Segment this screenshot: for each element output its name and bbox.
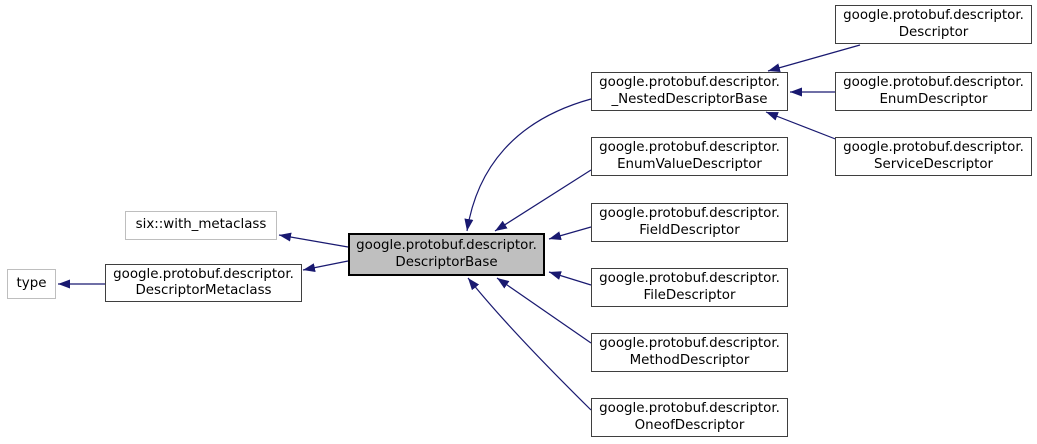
class-node-descriptor-base-namespace: google.protobuf.descriptor. <box>356 238 537 254</box>
class-node-enum-descriptor-namespace: google.protobuf.descriptor. <box>843 75 1024 91</box>
inheritance-arrow-method-descriptor-to-descriptor-base <box>496 277 592 344</box>
class-node-descriptor-base-name: DescriptorBase <box>395 254 498 270</box>
class-node-descriptor[interactable]: google.protobuf.descriptor. Descriptor <box>835 5 1032 44</box>
class-node-method-descriptor-namespace: google.protobuf.descriptor. <box>599 336 780 352</box>
inheritance-arrow-nested-descriptor-base-to-descriptor-base <box>464 98 592 232</box>
class-node-type-label: type <box>16 275 47 291</box>
class-node-enum-value-descriptor[interactable]: google.protobuf.descriptor. EnumValueDes… <box>591 137 788 176</box>
class-node-nested-descriptor-base[interactable]: google.protobuf.descriptor. _NestedDescr… <box>591 72 788 111</box>
class-node-oneof-descriptor-namespace: google.protobuf.descriptor. <box>599 401 780 417</box>
class-node-descriptor-name: Descriptor <box>898 24 969 40</box>
class-node-six-with-metaclass-label: six::with_metaclass <box>135 217 267 233</box>
class-node-nested-descriptor-base-namespace: google.protobuf.descriptor. <box>599 75 780 91</box>
class-node-nested-descriptor-base-name: _NestedDescriptorBase <box>611 91 768 107</box>
inheritance-arrow-descriptor-to-nested-descriptor-base <box>767 44 861 73</box>
inheritance-arrow-file-descriptor-to-descriptor-base <box>548 271 592 286</box>
class-node-six-with-metaclass: six::with_metaclass <box>125 211 277 240</box>
class-node-file-descriptor-namespace: google.protobuf.descriptor. <box>599 271 780 287</box>
class-node-file-descriptor-name: FileDescriptor <box>643 287 736 303</box>
class-node-descriptor-namespace: google.protobuf.descriptor. <box>843 8 1024 24</box>
class-node-field-descriptor-name: FieldDescriptor <box>639 222 740 238</box>
class-node-method-descriptor[interactable]: google.protobuf.descriptor. MethodDescri… <box>591 333 788 372</box>
class-node-enum-descriptor-name: EnumDescriptor <box>879 91 988 107</box>
class-node-enum-value-descriptor-name: EnumValueDescriptor <box>617 156 762 172</box>
class-node-descriptor-metaclass-name: DescriptorMetaclass <box>135 283 272 298</box>
class-node-service-descriptor-name: ServiceDescriptor <box>873 156 994 172</box>
class-node-descriptor-metaclass-namespace: google.protobuf.descriptor. <box>113 266 294 282</box>
class-node-oneof-descriptor-name: OneofDescriptor <box>634 417 745 433</box>
class-node-field-descriptor[interactable]: google.protobuf.descriptor. FieldDescrip… <box>591 203 788 242</box>
inheritance-arrow-descriptor-base-to-descriptor-metaclass <box>302 260 349 273</box>
inheritance-arrow-field-descriptor-to-descriptor-base <box>548 226 592 241</box>
class-node-descriptor-base: google.protobuf.descriptor. DescriptorBa… <box>348 233 545 276</box>
class-node-enum-descriptor[interactable]: google.protobuf.descriptor. EnumDescript… <box>835 72 1032 111</box>
inheritance-arrow-service-descriptor-to-nested-descriptor-base <box>765 111 839 141</box>
class-node-field-descriptor-namespace: google.protobuf.descriptor. <box>599 206 780 222</box>
inheritance-arrow-oneof-descriptor-to-descriptor-base <box>467 277 592 411</box>
class-node-service-descriptor[interactable]: google.protobuf.descriptor. ServiceDescr… <box>835 137 1032 176</box>
inheritance-arrow-descriptor-base-to-six-with-metaclass <box>278 232 349 248</box>
class-node-descriptor-metaclass[interactable]: google.protobuf.descriptor. DescriptorMe… <box>105 264 302 302</box>
class-node-oneof-descriptor[interactable]: google.protobuf.descriptor. OneofDescrip… <box>591 398 788 437</box>
class-node-method-descriptor-name: MethodDescriptor <box>629 352 750 368</box>
class-node-type: type <box>7 269 56 299</box>
class-node-service-descriptor-namespace: google.protobuf.descriptor. <box>843 140 1024 156</box>
class-node-enum-value-descriptor-namespace: google.protobuf.descriptor. <box>599 140 780 156</box>
class-node-file-descriptor[interactable]: google.protobuf.descriptor. FileDescript… <box>591 268 788 307</box>
inheritance-arrow-enum-value-descriptor-to-descriptor-base <box>494 169 592 232</box>
